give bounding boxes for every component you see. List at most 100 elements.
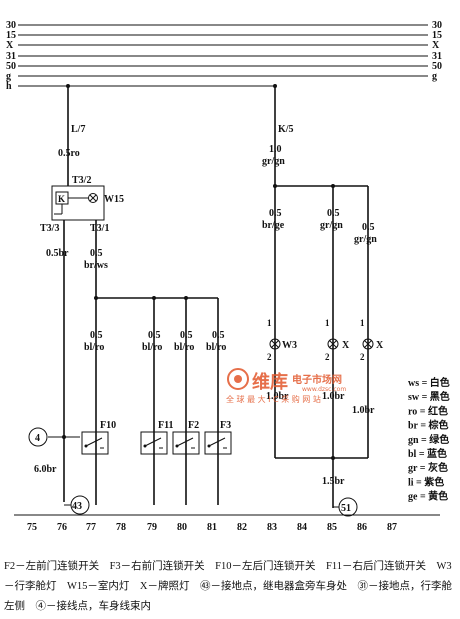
lamp-w3: 1 2 W3 (267, 318, 297, 362)
wire-label: bl/ro (174, 342, 194, 353)
ground-label: 43 (72, 501, 82, 512)
door-switch-k-icon: K (58, 194, 65, 204)
wire-label: 0.5 (148, 330, 161, 341)
wire-label: 1.0br (352, 405, 375, 416)
caption-text: F2－左前门连锁开关 F3－右前门连锁开关 F10－左后门连锁开关 F11－右后… (4, 561, 452, 612)
wiring-diagram: 30 15 X 31 50 g h 30 15 X 31 50 g L/7 0.… (6, 20, 450, 533)
legend-entry: bl = 蓝色 (408, 447, 447, 460)
wire-label: gr/gn (262, 156, 285, 167)
watermark-url: www.dzsc.com (302, 386, 346, 393)
ground-left: 4 6.0br 43 (28, 427, 90, 515)
legend-entry: ws = 白色 (408, 376, 450, 389)
bus-left-label: 15 (6, 30, 16, 41)
wire-label: T3/2 (72, 175, 91, 186)
connection-label: 4 (35, 433, 40, 444)
terminal-number: 84 (297, 522, 307, 533)
terminal-number: 86 (357, 522, 367, 533)
bus-left-label: X (6, 40, 14, 51)
wire-label: 0.5br (46, 248, 69, 259)
terminal-number: 78 (116, 522, 126, 533)
component-label-x: X (376, 340, 384, 351)
wire-label: T3/1 (90, 223, 109, 234)
watermark: 维库 电子市场网 www.dzsc.com 全 球 最 大 I C 采 购 网 … (226, 368, 346, 404)
pin-label: 2 (360, 352, 365, 362)
pin-label: 1 (325, 318, 330, 328)
wire-label: 0.5ro (58, 148, 80, 159)
legend-entry: ge = 黄色 (408, 490, 448, 503)
door-switch-branches: 0.5 bl/ro 0.5 bl/ro 0.5 bl/ro 0.5 bl/ro … (81, 298, 232, 505)
wire-label: bl/ro (206, 342, 226, 353)
legend-entry: gr = 灰色 (408, 461, 448, 474)
legend-entry: br = 棕色 (408, 419, 449, 432)
component-label-x: X (342, 340, 350, 351)
terminal-number: 87 (387, 522, 397, 533)
wire-label: br/ge (262, 220, 285, 231)
switch-f11: F11 (140, 420, 174, 455)
component-label-f10: F10 (100, 420, 116, 431)
switch-f10: F10 (81, 420, 116, 455)
lamp-x-2: 1 2 X (360, 318, 384, 362)
wire-label: 6.0br (34, 464, 57, 475)
wire-label: 0.5 (90, 248, 103, 259)
legend-entry: gn = 绿色 (408, 433, 449, 446)
bus-left-label: 31 (6, 51, 16, 62)
watermark-line2: 全 球 最 大 I C 采 购 网 站 (226, 394, 321, 404)
bus-right-label: 31 (432, 51, 442, 62)
ground-label: 51 (341, 503, 351, 514)
switch-f3: F3 (204, 420, 232, 455)
terminal-number: 75 (27, 522, 37, 533)
wire-label: L/7 (71, 124, 85, 135)
wire-label: 0.5 (90, 330, 103, 341)
caption: F2－左前门连锁开关 F3－右前门连锁开关 F10－左后门连锁开关 F11－右后… (4, 557, 456, 617)
component-label-w15: W15 (104, 194, 124, 205)
bus-right-label: 15 (432, 30, 442, 41)
terminal-number: 77 (86, 522, 96, 533)
lamp-x-1: 1 2 X (325, 318, 350, 362)
bus-left-label: h (6, 81, 12, 92)
right-branch: K/5 1.0 gr/gn 0.5 br/ge 0.5 gr/gn 0.5 gr… (262, 84, 384, 517)
lamp-icon (88, 193, 98, 203)
bus-left-label: 30 (6, 20, 16, 31)
terminal-number: 79 (147, 522, 157, 533)
terminal-number: 81 (207, 522, 217, 533)
connection-point-4 (28, 427, 48, 447)
component-label-f2: F2 (188, 420, 199, 431)
bus-right-label: 50 (432, 61, 442, 72)
wire-label: 1.0br (322, 391, 345, 402)
bus-left-label: g (6, 71, 11, 82)
wire-label: bl/ro (142, 342, 162, 353)
bus-right-label: X (432, 40, 440, 51)
wire-label: br/ws (84, 260, 108, 271)
switch-f2: F2 (172, 420, 200, 455)
legend-entry: ro = 红色 (408, 404, 448, 417)
wire-label: 0.5 (327, 208, 340, 219)
pin-label: 2 (267, 352, 272, 362)
w15-box (51, 185, 105, 221)
wire-label: 0.5 (180, 330, 193, 341)
left-branch: L/7 0.5ro T3/2 K W15 T3/3 T3/1 0.5br 0.5… (40, 84, 218, 502)
bus-left-label: 50 (6, 61, 16, 72)
watermark-logo-icon (227, 368, 249, 390)
wire-label: 1.0br (266, 391, 289, 402)
wire-label: bl/ro (84, 342, 104, 353)
watermark-brand: 维库 (252, 371, 288, 393)
wire-label: T3/3 (40, 223, 59, 234)
wire-label: 0.5 (212, 330, 225, 341)
component-label-f11: F11 (158, 420, 174, 431)
wire-label: 0.5 (269, 208, 282, 219)
pin-label: 1 (360, 318, 365, 328)
watermark-sub: 电子市场网 (292, 373, 342, 386)
legend-entry: li = 紫色 (408, 475, 444, 488)
component-label-w3: W3 (282, 340, 297, 351)
pin-label: 1 (267, 318, 272, 328)
wire-label: gr/gn (320, 220, 343, 231)
bus-lines: 30 15 X 31 50 g h 30 15 X 31 50 g (6, 20, 442, 92)
legend-entry: sw = 黑色 (408, 390, 450, 403)
terminal-number: 85 (327, 522, 337, 533)
terminal-number: 82 (237, 522, 247, 533)
wire-label: 1.5br (322, 476, 345, 487)
pin-label: 2 (325, 352, 330, 362)
